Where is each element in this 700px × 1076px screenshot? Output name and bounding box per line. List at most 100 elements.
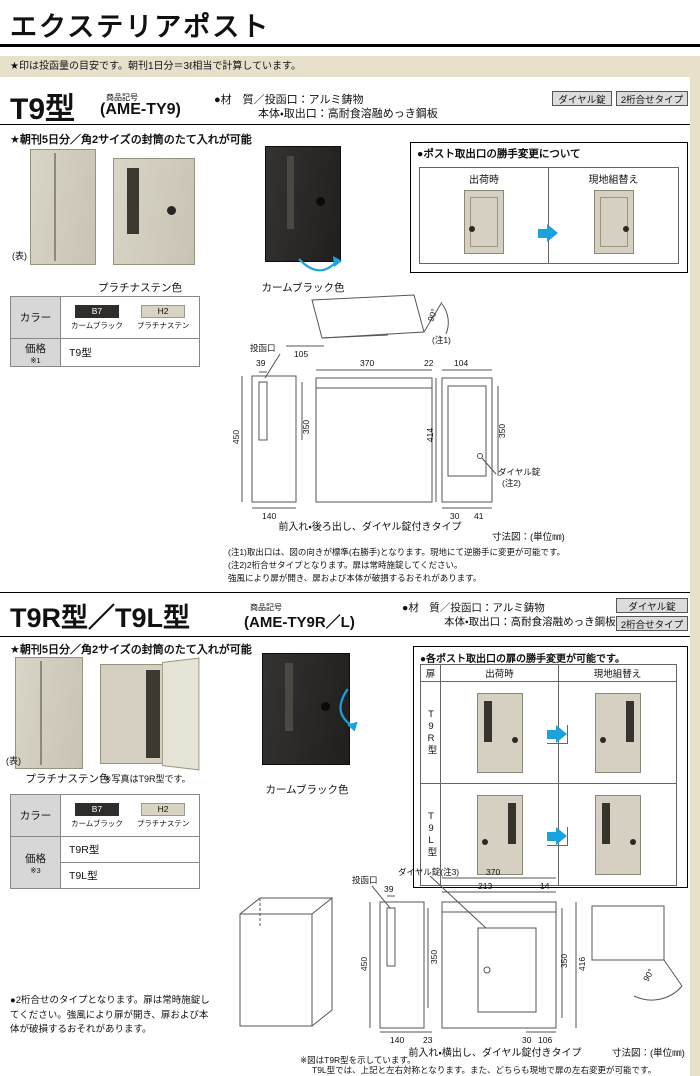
door-swing-arrow-icon <box>298 256 342 272</box>
color-chip-b7: B7 <box>74 304 119 318</box>
dim-213: 213 <box>478 881 493 891</box>
t9-spec-table: カラー B7 カームブラック H2 プラチナステン 価格 ※1 T9型 <box>10 296 200 367</box>
mailbox-illustration <box>594 794 641 875</box>
door-swing-arrow-icon <box>339 688 358 732</box>
t9-feature-note: ★朝刊5日分／角2サイズの封筒のたて入れが可能 <box>10 134 252 146</box>
knob <box>469 225 475 232</box>
mailbox-illustration <box>593 190 634 254</box>
t9-dimension-drawing: 投函口 105 90° (注1) 39 450 350 140 370 22 1… <box>228 286 688 538</box>
t9l-shipped-cell <box>441 784 559 886</box>
door-outline <box>470 197 498 247</box>
t9rl-lock-note: ●2桁合せのタイプとなります。扉は常時施錠してください。強風により扉が開き、扉お… <box>10 995 210 1036</box>
dial-lock-note: (注2) <box>502 478 521 488</box>
t9l-onsite-cell <box>559 784 677 886</box>
dim-106: 106 <box>538 1035 553 1045</box>
dim-14: 14 <box>540 881 550 891</box>
mail-slot <box>483 701 492 742</box>
t9rl-drawing-lines <box>239 875 683 1033</box>
t9-handedness-grid: 出荷時 現地組替え <box>419 167 679 264</box>
dim-30: 30 <box>522 1035 532 1045</box>
color-b7: B7 カームブラック <box>71 304 123 331</box>
shipped-label: 出荷時 <box>469 175 499 186</box>
t9rl-photo-open-door <box>100 657 208 771</box>
dial-lock-label: ダイヤル錠(注3) <box>398 867 460 877</box>
t9-photo-platinum-angle <box>113 158 195 265</box>
dim-350-rear: 350 <box>497 423 507 439</box>
color-name-h2: プラチナステン <box>136 320 190 330</box>
dim-370: 370 <box>486 867 501 877</box>
t9-drawing-caption: 前入れ・後ろ出し、ダイヤル錠付きタイプ <box>278 522 462 533</box>
t9-material-line1: ●材 質／投函口：アルミ鋳物 <box>214 94 364 106</box>
t9-photo-platinum-front <box>30 149 96 265</box>
t9rl-front-label: (表) <box>6 756 21 766</box>
dim-416: 416 <box>577 956 587 972</box>
dim-350-front: 350 <box>301 419 311 435</box>
knob <box>599 737 606 744</box>
dial-lock-label: ダイヤル錠 <box>498 467 541 477</box>
open-door-panel <box>162 657 200 771</box>
t9rl-drawing-caption: 前入れ・横出し、ダイヤル錠付きタイプ <box>408 1048 582 1059</box>
t9-handedness-box: ●ポスト取出口の勝手変更について 出荷時 現地組替え <box>410 142 688 273</box>
dim-39: 39 <box>256 358 266 368</box>
t9-product-code: (AME-TY9) <box>100 101 181 118</box>
color-options: B7 カームブラック H2 プラチナステン <box>61 795 200 837</box>
color-options: B7 カームブラック H2 プラチナステン <box>61 297 200 339</box>
t9l-vertical-label: T9L型 <box>425 811 437 858</box>
mailbox-seam <box>54 153 57 261</box>
dial-knob <box>321 702 331 712</box>
shipped-column: 出荷時 <box>420 168 549 263</box>
onsite-header: 現地組替え <box>559 665 677 682</box>
t9-caption-platinum: プラチナステン色 <box>98 282 182 294</box>
footnote-1: (注1)取出口は、図の向きが標準(右勝手)となります。現地にて逆勝手に変更が可能… <box>228 547 566 557</box>
t9-caption-black: カームブラック色 <box>261 282 345 294</box>
model-row-t9r: T9R型 <box>61 837 200 863</box>
dim-414: 414 <box>425 427 435 443</box>
onsite-column: 現地組替え <box>549 168 678 263</box>
right-arrow-icon <box>538 224 558 242</box>
right-arrow-icon <box>547 725 568 744</box>
mailbox-illustration <box>476 794 523 875</box>
footnote-3: 強風により扉が開き、扉および本体が破損するおそれがあります。 <box>228 572 482 583</box>
mailbox-illustration <box>594 692 641 773</box>
page-title: エクステリアポスト <box>10 12 271 42</box>
mail-slot <box>507 803 516 844</box>
price-header: 価格 ※1 <box>11 339 61 367</box>
dim-104: 104 <box>454 358 469 368</box>
color-name-b7: カームブラック <box>71 320 123 330</box>
dim-370: 370 <box>360 358 375 368</box>
t9rl-handedness-title: ●各ポスト取出口の扉の勝手変更が可能です。 <box>420 654 626 665</box>
price-note: ※3 <box>30 865 41 875</box>
dial-knob <box>167 206 177 216</box>
t9rl-product-code: (AME-TY9R／L) <box>244 614 355 631</box>
t9rl-bottom-note1: ※図はT9R型を示しています。 <box>300 1055 416 1065</box>
t9-badge-2digit: 2桁合せタイプ <box>616 91 688 106</box>
mail-slot <box>285 662 294 731</box>
t9r-onsite-cell <box>559 682 677 784</box>
knob <box>481 839 488 846</box>
section-divider <box>0 592 690 593</box>
t9-footnotes: (注1)取出口は、図の向きが標準(右勝手)となります。現地にて逆勝手に変更が可能… <box>228 546 578 584</box>
slot-label: 投函口 <box>250 343 276 353</box>
t9r-vertical-label: T9R型 <box>425 709 437 756</box>
mailbox-illustration <box>464 190 504 254</box>
mail-slot <box>601 803 610 844</box>
title-underline <box>0 44 700 47</box>
dim-39: 39 <box>384 884 394 894</box>
t9rl-caption-platinum: プラチナステン色 <box>25 773 110 785</box>
mailbox-illustration <box>476 692 523 773</box>
model-row-t9: T9型 <box>61 339 200 367</box>
dim-450: 450 <box>231 429 241 445</box>
t9rl-dimension-drawing: 投函口 ダイヤル錠(注3) 39 450 350 140 23 370 213 … <box>230 866 688 1045</box>
price-header: 価格 ※3 <box>11 837 61 889</box>
t9-material-line2: 本体・取出口：高耐食溶融めっき鋼板 <box>258 108 438 120</box>
color-header: カラー <box>11 297 61 339</box>
t9rl-material-line2: 本体・取出口：高耐食溶融めっき鋼板 <box>444 616 616 628</box>
dim-450: 450 <box>359 956 369 972</box>
door-header: 扉 <box>421 665 441 682</box>
door-outline <box>599 197 628 247</box>
t9rl-caption-black: カームブラック色 <box>265 784 349 796</box>
dim-140: 140 <box>390 1035 405 1045</box>
model-row-t9l: T9L型 <box>61 863 200 889</box>
t9rl-badge-dial-lock: ダイヤル錠 <box>616 598 688 613</box>
